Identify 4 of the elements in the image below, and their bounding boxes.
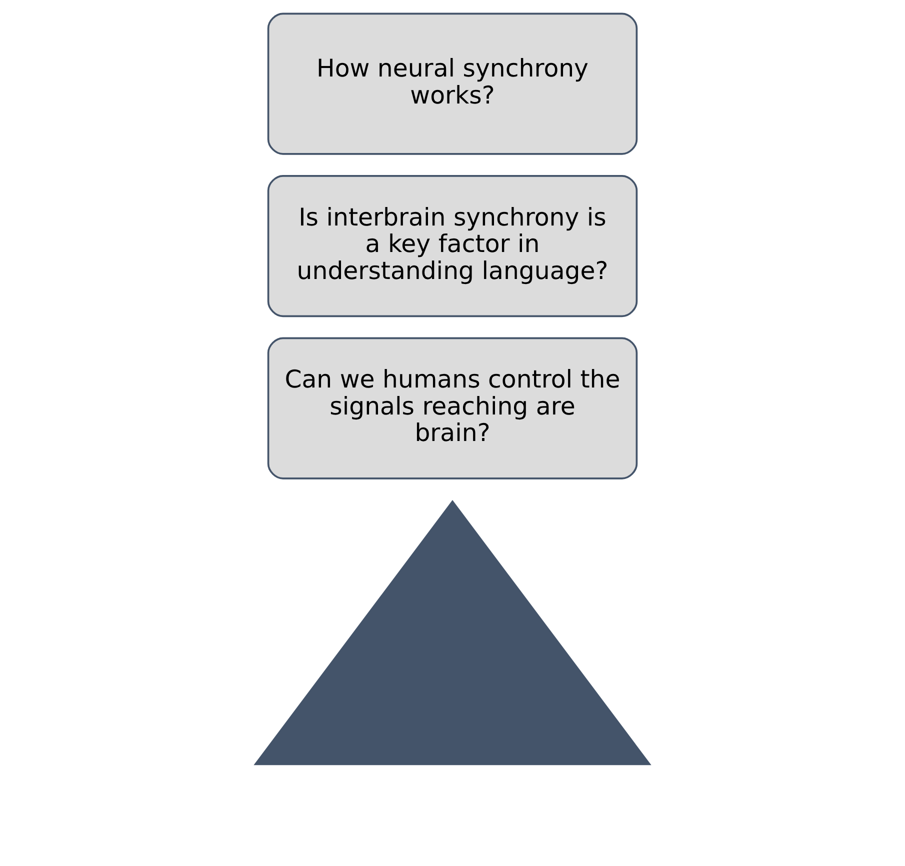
- node-box: Can we humans control the signals reaching are brain?: [267, 337, 638, 480]
- node-box: Is interbrain synchrony is a key factor in understanding language?: [267, 175, 638, 318]
- node-triangle: [254, 500, 652, 766]
- node-box: How neural synchrony works?: [267, 12, 638, 155]
